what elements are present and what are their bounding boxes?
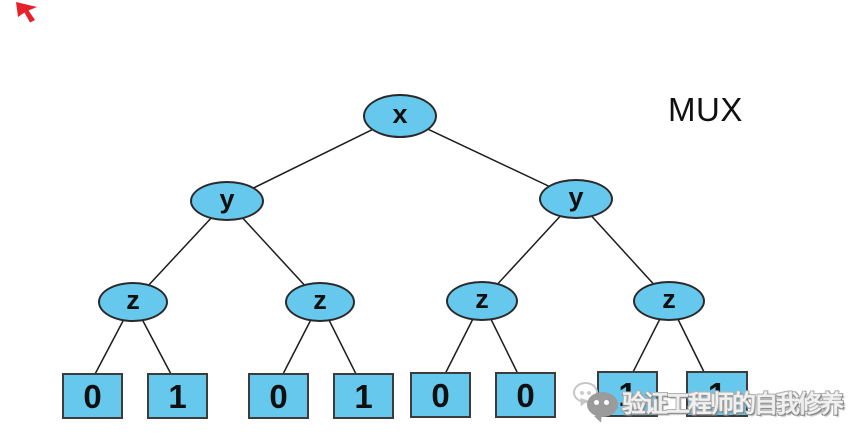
tree-node-y-left: y [190, 181, 264, 221]
leaf-box-8: 1 [686, 371, 748, 417]
tree-node-x-root: x [363, 94, 437, 138]
tree-node-z-3: z [446, 281, 518, 321]
tree-node-z-2: z [285, 282, 355, 322]
leaf-box-4: 1 [333, 373, 394, 419]
leaf-box-6: 0 [495, 372, 556, 418]
wechat-icon [572, 379, 622, 423]
tree-node-z-4: z [633, 281, 705, 321]
watermark: 验证工程师的自我修养 [572, 379, 844, 423]
tree-node-z-1: z [98, 282, 168, 322]
diagram-title: MUX [668, 91, 743, 128]
tree-node-y-right: y [539, 179, 613, 219]
leaf-box-5: 0 [410, 372, 471, 418]
leaf-box-3: 0 [248, 373, 309, 419]
watermark-text: 验证工程师的自我修养 [622, 390, 844, 418]
red-arrow-marker-icon [16, 2, 37, 23]
leaf-box-2: 1 [147, 373, 208, 419]
leaf-box-1: 0 [62, 373, 123, 419]
